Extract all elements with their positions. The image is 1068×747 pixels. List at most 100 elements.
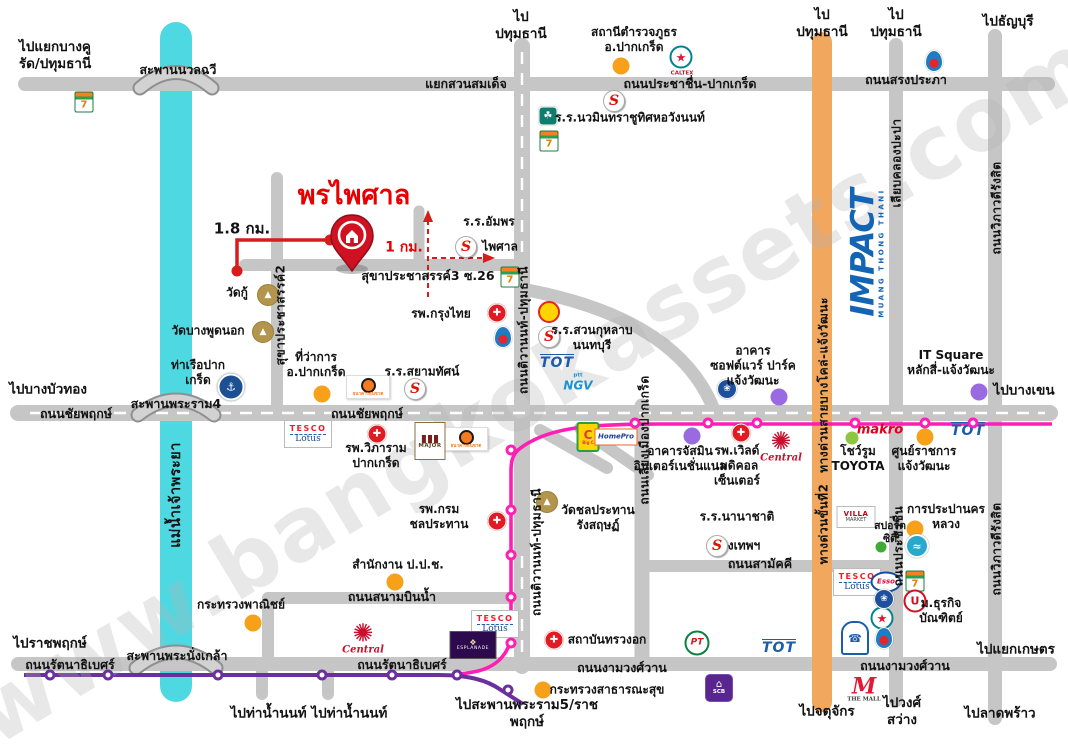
label-world-medical-center: รพ.เวิลด์เมดิคอลเซ็นเตอร์ [714, 443, 760, 488]
route-dashed-1km [423, 210, 495, 297]
ptt-icon [494, 326, 512, 348]
ptt-icon [875, 627, 893, 649]
label-ngamwongwan-rd-2: ถนนงามวงศ์วาน [860, 658, 950, 674]
label-suankularb-school: ร.ร.สวนกุหลาบนนทบุรี [551, 323, 633, 352]
seven-eleven-icon: 7 [74, 91, 94, 113]
label-chaiyaphruek-rd-1: ถนนชัยพฤกษ์ [39, 406, 113, 422]
government-marker-icon [612, 57, 630, 75]
label-distance-main: 1.8 กม. [213, 219, 271, 238]
purple-line-station [212, 669, 224, 681]
central-logo: ✺Central [760, 426, 802, 464]
dpu-university-logo: U [903, 589, 927, 613]
label-irrigation-hospital: รพ.กรมชลประทาน [409, 502, 469, 531]
government-marker-icon [906, 520, 924, 538]
label-siamtat-school: ร.ร.สยามทัศน์ [384, 364, 460, 379]
pier-boat-icon: ⚓ [217, 373, 245, 401]
label-sport-city: สปอร์ตซิตี้ [874, 519, 906, 545]
label-pakkret-pier: ท่าเรือปากเกร็ด [170, 358, 226, 387]
label-to-pathumthani-3: ไปปทุมธานี [870, 7, 922, 40]
scb-logo: ⌂SCB [705, 674, 733, 702]
label-krungthai-hospital: รพ.กรุงไทย [411, 306, 471, 321]
label-rattanathibet-rd-2: ถนนรัตนาธิเบศร์ [357, 657, 447, 673]
label-wat-chonprathan: วัดชลประทานรังสฤษฏ์ [561, 503, 635, 532]
label-to-wongsawang: ไปวงศ์สว่าง [882, 695, 922, 728]
label-to-pathumthani-1: ไปปทุมธานี [495, 9, 547, 42]
label-commerce-ministry: กระทรวงพาณิชย์ [196, 597, 286, 612]
government-marker-icon [244, 614, 262, 632]
major-cineplex-logo: ▮▮▮MAJOR [414, 422, 446, 460]
seven-eleven-icon: 7 [905, 570, 925, 592]
label-rama4-bridge: สะพานพระราม4 [130, 396, 222, 412]
pink-line-station [849, 417, 861, 429]
bangkok-bank-logo: ❀ [874, 589, 894, 609]
label-waterworks-authority: การประปานครหลวง [907, 502, 985, 531]
label-prachachuen-pakkret-rd: ถนนประชาชื่น-ปากเกร็ด [623, 76, 757, 92]
pink-line-station [505, 591, 517, 603]
label-to-ratchaphruek: ไปราชพฤกษ์ [13, 635, 87, 652]
label-dhurakij-pundit: ม.ธุรกิจบัณฑิตย์ [919, 596, 963, 625]
makro-logo: makro [856, 422, 904, 438]
label-suansomdet-junction: แยกสวนสมเด็จ [425, 76, 507, 92]
label-nuanchawi-bridge: สะพานนวลฉวี [139, 62, 217, 78]
school-s-icon: S [603, 90, 625, 112]
label-vibhavadi-rd-lower: ถนนวิภาวดีรังสิต [989, 502, 1004, 596]
label-tiwanon-rd-upper: ถนนติวานนท์-ปทุมธานี [516, 266, 531, 394]
seven-eleven-icon: 7 [500, 266, 520, 288]
caltex-icon: ★ [669, 45, 693, 69]
ptt-icon [925, 50, 943, 72]
purple-line-station [451, 669, 463, 681]
label-expressway-stage2: ทางด่วนขั้นที่2 [816, 483, 831, 565]
pink-line-station [751, 417, 763, 429]
label-wipharam-hospital: รพ.วิภารามปากเกร็ด [345, 441, 407, 470]
pt-station-logo: PT [684, 630, 710, 656]
label-samakkhi-rd: ถนนสามัคคี [727, 556, 793, 572]
label-to-thanyaburi: ไปธัญบุรี [982, 13, 1034, 30]
pink-line-station [505, 549, 517, 561]
label-to-thanamnon: ไปท่าน้ำนนท์ ไปท่าน้ำนนท์ [230, 705, 388, 722]
building-marker-icon [683, 427, 701, 445]
label-liapkhlongprapa-rd: เลียบคลองปะปา [889, 118, 904, 208]
purple-line-station [102, 669, 114, 681]
school-s-icon: S [538, 326, 560, 348]
label-to-rama5-bridge: ไปสะพานพระราม5/ราชพฤกษ์ [455, 697, 599, 730]
label-chaophraya-river: แม่น้ำเจ้าพระยา [167, 442, 184, 548]
temple-icon: ▲ [536, 491, 558, 513]
pink-line-station [919, 417, 931, 429]
label-distance-alt: 1 กม. [385, 239, 423, 256]
government-marker-icon [534, 681, 552, 699]
label-sukhaprachasan2-rd: สุขาประชาสรรค์2 [273, 264, 288, 366]
label-ngamwongwan-rd-1: ถนนงามวงศ์วาน [577, 660, 667, 676]
purple-line-station [44, 669, 56, 681]
school-s-icon: S [706, 535, 728, 557]
building-marker-icon [770, 388, 788, 406]
label-amporn-school-1: ร.ร.อัมพร [463, 214, 515, 229]
pink-line-station [629, 417, 641, 429]
tot-logo: TOT [761, 640, 797, 656]
label-title-pornpaisal: พรไพศาล [297, 180, 411, 212]
location-pin [330, 214, 374, 274]
bangkok-bank-logo: ❀ [717, 379, 737, 399]
pink-line-station [505, 637, 517, 649]
label-to-bangkhurat: ไปแยกบางคูรัด/ปทุมธานี [18, 39, 92, 72]
central-logo: ✺Central [342, 618, 384, 656]
waterworks-logo: ≈ [905, 534, 929, 558]
label-wat-bangphutnok: วัดบางพูดนอก [171, 323, 245, 338]
shell-icon [538, 301, 560, 323]
label-jasmine-building: อาคารจัสมินอินเตอร์เนชั่นแนล [633, 444, 727, 473]
homepro-logo: HomePro [594, 428, 638, 446]
label-songprapha-rd: ถนนสรงประภา [865, 72, 947, 88]
label-chaiyaphruek-rd-2: ถนนชัยพฤกษ์ [330, 406, 404, 422]
telecom-icon: ☎ [841, 621, 869, 655]
pink-line-station [702, 417, 714, 429]
temple-icon: ▲ [257, 284, 279, 306]
label-nawamin-school: ร.ร.นวมินทราชูทิศหอวังนนท์ [555, 110, 705, 125]
seven-eleven-icon: 7 [539, 130, 559, 152]
purple-line-station [386, 669, 398, 681]
